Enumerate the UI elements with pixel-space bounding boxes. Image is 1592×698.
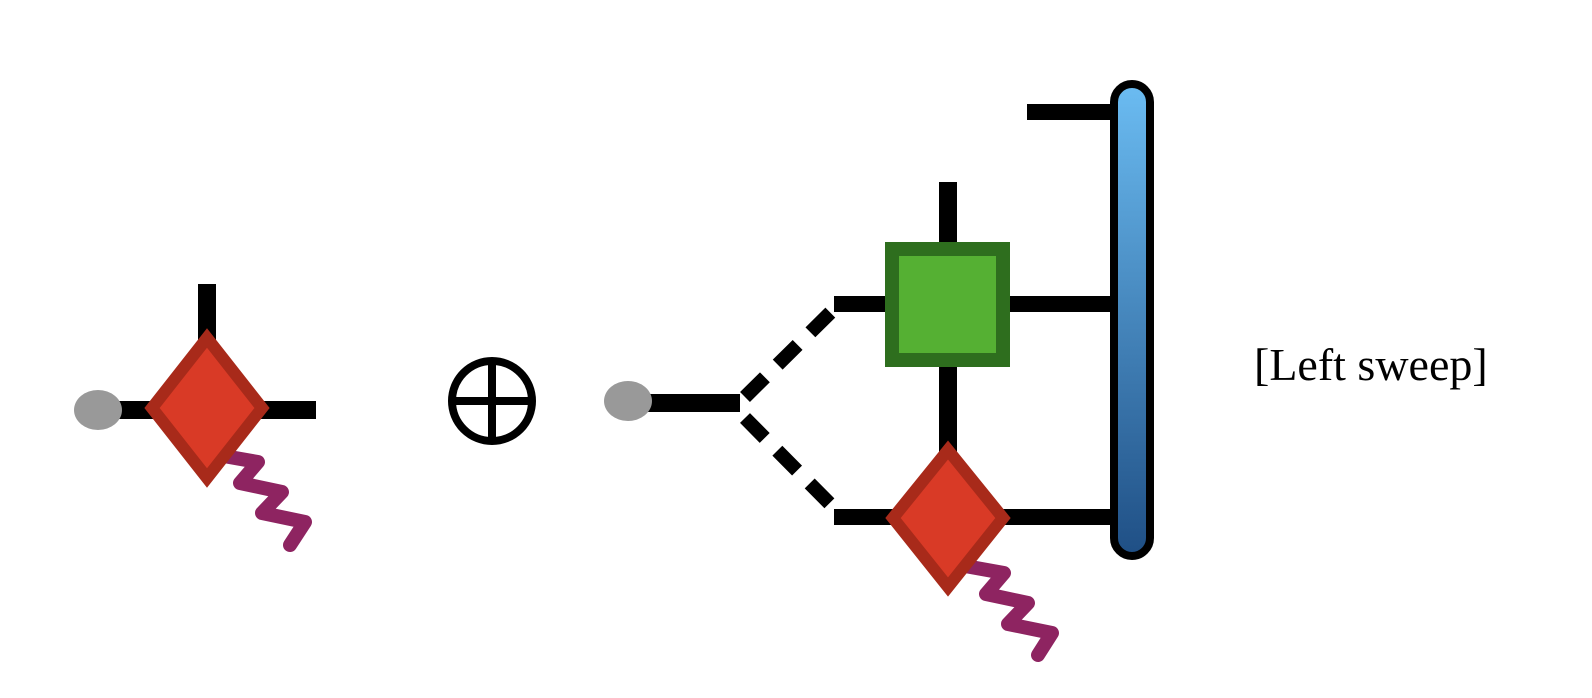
left-term	[74, 284, 316, 552]
right-boundary-node	[604, 381, 652, 421]
dashed-split-lower	[740, 413, 843, 517]
sweep-label: [Left sweep]	[1254, 339, 1488, 390]
direct-sum-icon	[448, 357, 536, 445]
dashed-split-upper	[740, 300, 843, 402]
right-wavy-leg	[958, 559, 1059, 662]
left-diamond-tensor	[144, 328, 270, 488]
right-diamond-tensor	[885, 440, 1011, 597]
left-wavy-leg	[211, 448, 312, 552]
right-term	[604, 80, 1154, 662]
square-tensor	[885, 242, 1010, 367]
environment-block	[1110, 80, 1154, 560]
left-boundary-node	[74, 390, 122, 430]
